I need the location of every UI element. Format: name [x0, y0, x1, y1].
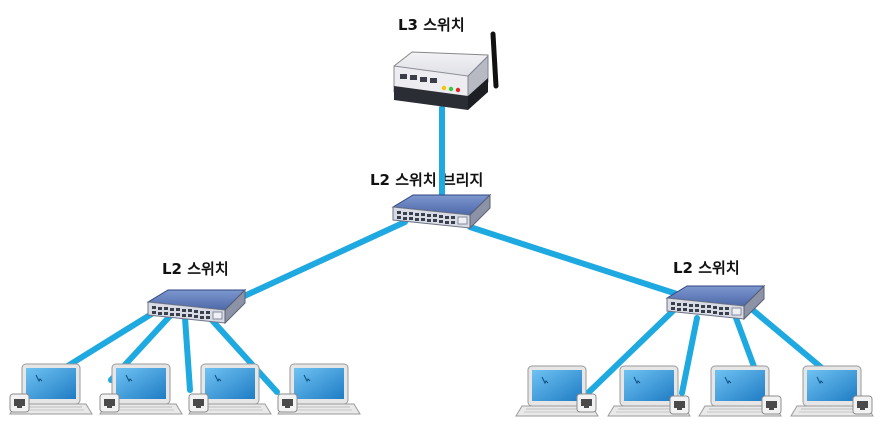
l2-left-label: L2 스위치: [162, 260, 229, 278]
link-right-switch-to-pc7: [733, 315, 759, 375]
link-right-switch-to-pc8: [745, 303, 825, 371]
l3-switch-label: L3 스위치: [398, 16, 465, 34]
ethernet-port-icon: [188, 393, 209, 413]
ethernet-port-icon: [576, 393, 597, 413]
l2-bridge-label: L2 스위치 브리지: [370, 171, 484, 189]
ethernet-port-icon: [277, 393, 298, 413]
network-links: [63, 105, 825, 396]
link-bridge-to-left-switch: [237, 219, 408, 301]
l2-right-label: L2 스위치: [673, 259, 740, 277]
ethernet-port-icon: [761, 395, 782, 415]
ethernet-port-icon: [669, 395, 690, 415]
ethernet-port-icon: [99, 393, 120, 413]
link-right-switch-to-pc5: [585, 305, 679, 396]
link-bridge-to-right-switch: [467, 224, 683, 298]
link-left-switch-to-pc4: [207, 315, 280, 395]
left-switch-icon: [147, 289, 246, 324]
right-switch-icon: [666, 285, 765, 320]
link-left-switch-to-pc3: [182, 315, 193, 393]
link-left-switch-to-pc1: [63, 307, 161, 370]
ethernet-port-icon: [9, 393, 30, 413]
router-icon: [393, 31, 499, 110]
ethernet-port-icon: [852, 395, 873, 415]
link-right-switch-to-pc6: [679, 315, 700, 396]
